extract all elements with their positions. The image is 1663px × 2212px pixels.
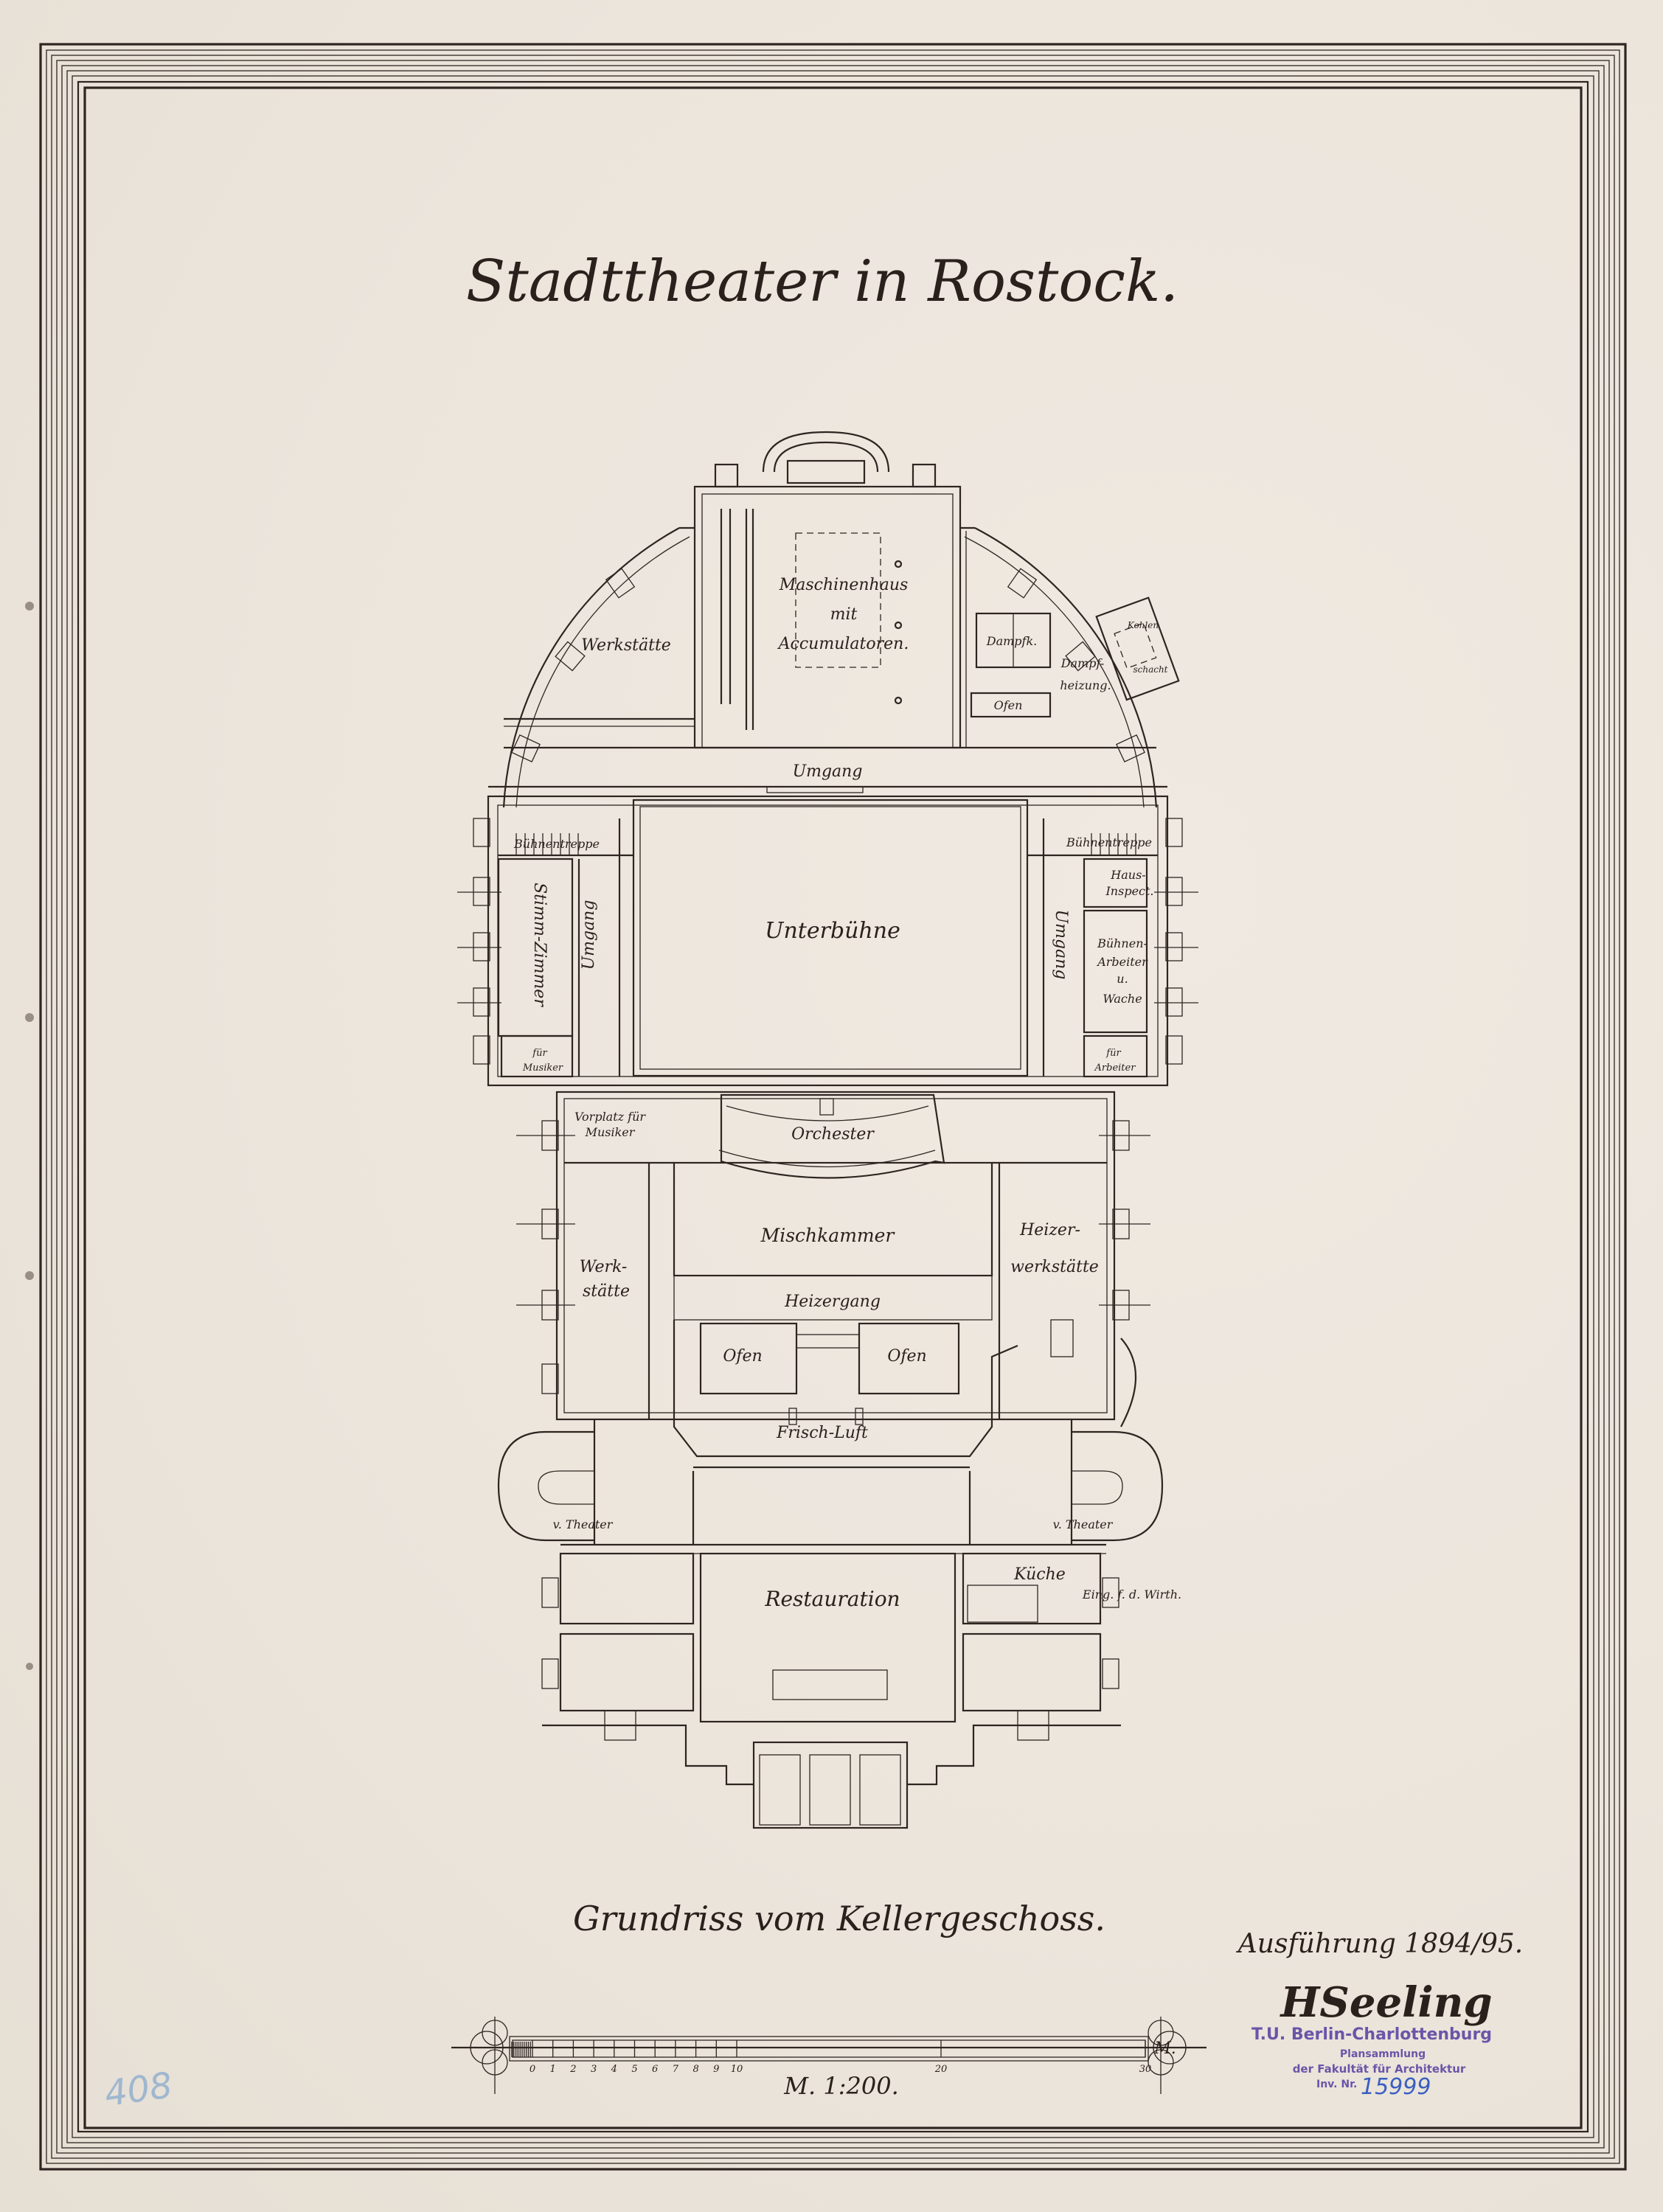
scale-tick-label: 10 <box>731 2064 743 2075</box>
scale-tick-label: 7 <box>673 2064 679 2075</box>
room-label: Eing. f. d. Wirth. <box>1082 1587 1181 1601</box>
scale-bar: 0 1 2 3 4 5 6 7 8 9 10 20 30 M. M. 1:200. <box>451 2017 1207 2100</box>
room-label: Restauration <box>764 1587 900 1611</box>
room-label: Inspect. <box>1105 884 1153 898</box>
room-label: Ofen <box>723 1347 762 1366</box>
room-label: Musiker <box>522 1062 563 1074</box>
room-label: Dampf- <box>1060 656 1105 670</box>
room-label: Arbeiter <box>1094 1062 1136 1074</box>
room-label: Arbeiter <box>1096 955 1148 969</box>
room-label: für <box>532 1048 547 1059</box>
room-label: Haus- <box>1110 868 1145 882</box>
plan-subtitle: Grundriss vom Kellergeschoss. <box>573 1899 1105 1938</box>
room-label: Heizergang <box>784 1293 881 1311</box>
scale-tick-label: 1 <box>550 2064 556 2075</box>
room-label: v. Theater <box>1053 1517 1114 1531</box>
scale-tick-label: 5 <box>631 2064 637 2075</box>
scale-ratio-label: M. 1:200. <box>783 2072 899 2100</box>
room-label: Dampfk. <box>986 634 1037 648</box>
room-label: Musiker <box>585 1125 636 1139</box>
room-label: schacht <box>1133 664 1167 675</box>
room-label: Accumulatoren. <box>777 635 909 653</box>
room-label: Ofen <box>887 1347 926 1366</box>
room-labels: Maschinenhaus mit Accumulatoren. Werkstä… <box>513 576 1181 1611</box>
room-label: Wache <box>1103 992 1142 1006</box>
architect-signature: HSeeling <box>1279 1978 1492 2027</box>
sheet-border <box>39 43 1627 2171</box>
scale-tick-label: 2 <box>569 2064 576 2075</box>
scale-tick-label: 6 <box>652 2064 658 2075</box>
room-label: Umgang <box>793 762 863 781</box>
room-label: Bühnentreppe <box>1066 835 1152 849</box>
room-label: Maschinenhaus <box>779 576 909 594</box>
room-label: Heizer- <box>1019 1221 1080 1239</box>
room-label: Vorplatz für <box>574 1110 646 1124</box>
stamp-line-2: Plansammlung <box>1340 2048 1426 2060</box>
room-label: Werk- <box>580 1258 628 1276</box>
scale-tick-label: 8 <box>692 2064 698 2075</box>
room-label: Umgang <box>1052 910 1070 980</box>
room-label: Unterbühne <box>765 918 900 944</box>
scale-tick-label: 4 <box>611 2064 617 2075</box>
room-label: v. Theater <box>553 1517 614 1531</box>
scale-tick-label: 9 <box>713 2064 719 2075</box>
paper-marks <box>25 602 34 1670</box>
execution-date: Ausführung 1894/95. <box>1236 1929 1523 1959</box>
room-label: Werkstätte <box>581 636 671 655</box>
plan-walls <box>457 431 1198 1829</box>
stamp-line-1: T.U. Berlin-Charlottenburg <box>1251 2025 1492 2044</box>
archive-stamp: T.U. Berlin-Charlottenburg Plansammlung … <box>1251 2025 1492 2100</box>
room-label: werkstätte <box>1010 1258 1099 1276</box>
room-label: stätte <box>583 1282 630 1301</box>
room-label: Küche <box>1013 1565 1066 1584</box>
pencil-note: 408 <box>103 2065 176 2115</box>
room-label: Bühnentreppe <box>513 837 600 851</box>
inventory-number: 15999 <box>1361 2074 1431 2100</box>
room-label: Ofen <box>994 698 1023 712</box>
room-label: Frisch-Luft <box>776 1424 868 1442</box>
drawing-title: Stadttheater in Rostock. <box>466 248 1178 315</box>
stamp-line-3: der Fakultät für Architektur <box>1293 2062 1466 2076</box>
room-label: für <box>1105 1048 1121 1059</box>
room-label: heizung. <box>1060 678 1111 692</box>
scale-unit-mark: M. <box>1153 2039 1176 2058</box>
scale-tick-label: 0 <box>530 2064 535 2075</box>
scale-tick-label: 20 <box>934 2064 948 2075</box>
scale-tick-label: 3 <box>591 2064 597 2075</box>
room-label: Orchester <box>791 1125 875 1144</box>
room-label: Mischkammer <box>760 1225 896 1246</box>
room-label: Umgang <box>580 900 598 970</box>
room-label: Kohlen <box>1127 620 1159 630</box>
room-label: Bühnen- <box>1097 936 1148 950</box>
room-label: mit <box>830 605 858 624</box>
room-label: Stimm-Zimmer <box>530 883 549 1007</box>
scale-tick-label: 30 <box>1139 2064 1152 2075</box>
stamp-inv-label: Inv. Nr. <box>1316 2079 1357 2090</box>
room-label: u. <box>1117 972 1128 986</box>
